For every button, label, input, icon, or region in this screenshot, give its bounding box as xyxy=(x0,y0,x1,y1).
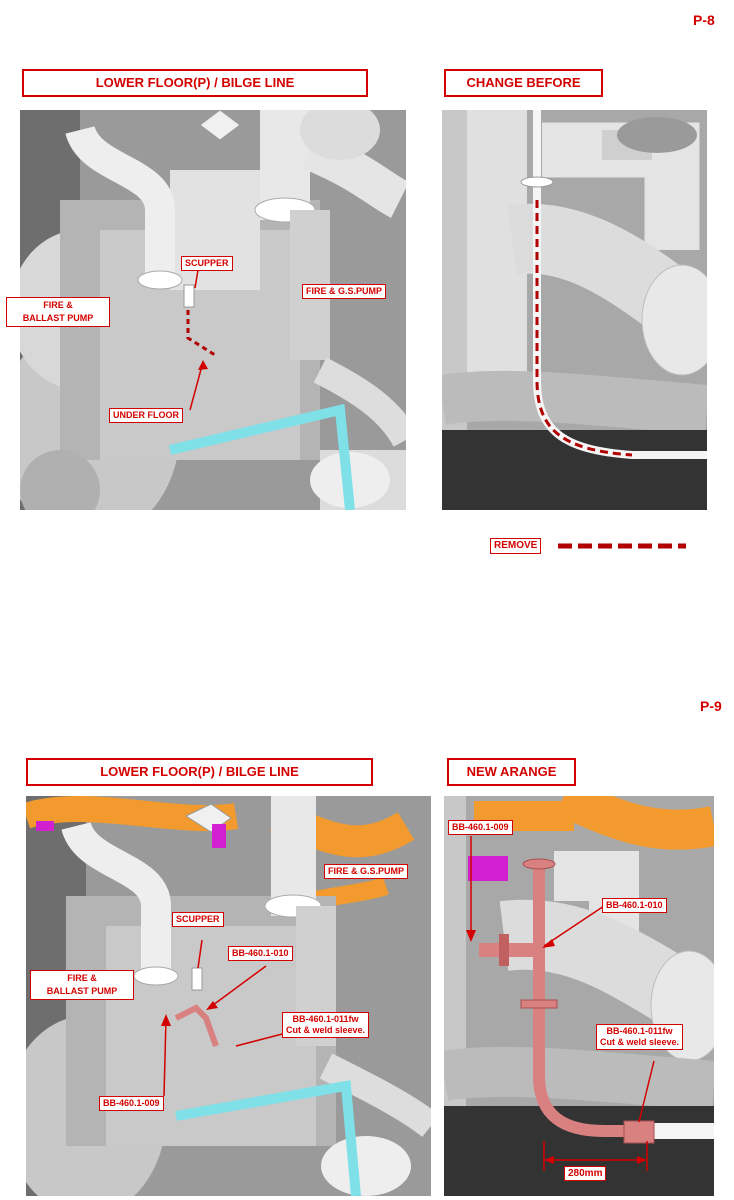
label-fire-gs-pump: FIRE & G.S.PUMP xyxy=(302,284,387,299)
label-scupper: SCUPPER xyxy=(181,256,233,271)
render-new-arange: BB-460.1-009 BB-460.1-010 BB-460.1-011fw… xyxy=(444,796,714,1196)
label-right-bb-460-1-011fw: BB-460.1-011fw Cut & weld sleeve. xyxy=(596,1024,684,1050)
render-change-before xyxy=(442,110,707,510)
label-line: Cut & weld sleeve. xyxy=(286,1025,366,1035)
section-title-lower-floor-p9: LOWER FLOOR(P) / BILGE LINE xyxy=(26,758,373,786)
label-line: BALLAST PUMP xyxy=(46,986,118,996)
before-render xyxy=(442,110,707,510)
label-line: BB-460.1-011fw xyxy=(292,1014,359,1024)
label-bb-460-1-009: BB-460.1-009 xyxy=(99,1096,164,1111)
label-under-floor: UNDER FLOOR xyxy=(109,408,183,423)
label-right-bb-460-1-009: BB-460.1-009 xyxy=(448,820,513,835)
section-title-lower-floor: LOWER FLOOR(P) / BILGE LINE xyxy=(22,69,368,97)
label-line: BB-460.1-011fw xyxy=(606,1026,673,1036)
label-scupper-p9: SCUPPER xyxy=(172,912,224,927)
machinery-render-new xyxy=(26,796,431,1196)
render-lower-floor-p8: SCUPPER FIRE & G.S.PUMP UNDER FLOOR xyxy=(20,110,406,510)
label-line: Cut & weld sleeve. xyxy=(600,1037,680,1047)
label-right-bb-460-1-010: BB-460.1-010 xyxy=(602,898,667,913)
label-dimension-280mm: 280mm xyxy=(564,1166,607,1181)
new-arrange-render xyxy=(444,796,714,1196)
label-bb-460-1-011fw: BB-460.1-011fw Cut & weld sleeve. xyxy=(282,1012,370,1038)
legend-remove-dash xyxy=(558,543,686,549)
page-number-p8: P-8 xyxy=(693,12,715,28)
label-line: BALLAST PUMP xyxy=(22,313,94,323)
label-bb-460-1-010: BB-460.1-010 xyxy=(228,946,293,961)
legend-remove-label: REMOVE xyxy=(490,538,542,554)
label-fire-ballast-pump-p9: FIRE & BALLAST PUMP xyxy=(30,970,134,1000)
section-title-new-arange: NEW ARANGE xyxy=(447,758,576,786)
section-title-change-before: CHANGE BEFORE xyxy=(444,69,603,97)
label-line: FIRE & xyxy=(67,973,97,983)
label-fire-ballast-pump: FIRE & BALLAST PUMP xyxy=(6,297,110,327)
machinery-render xyxy=(20,110,406,510)
label-fire-gs-pump-p9: FIRE & G.S.PUMP xyxy=(324,864,409,879)
label-line: FIRE & xyxy=(43,300,73,310)
page-number-p9: P-9 xyxy=(700,698,722,714)
